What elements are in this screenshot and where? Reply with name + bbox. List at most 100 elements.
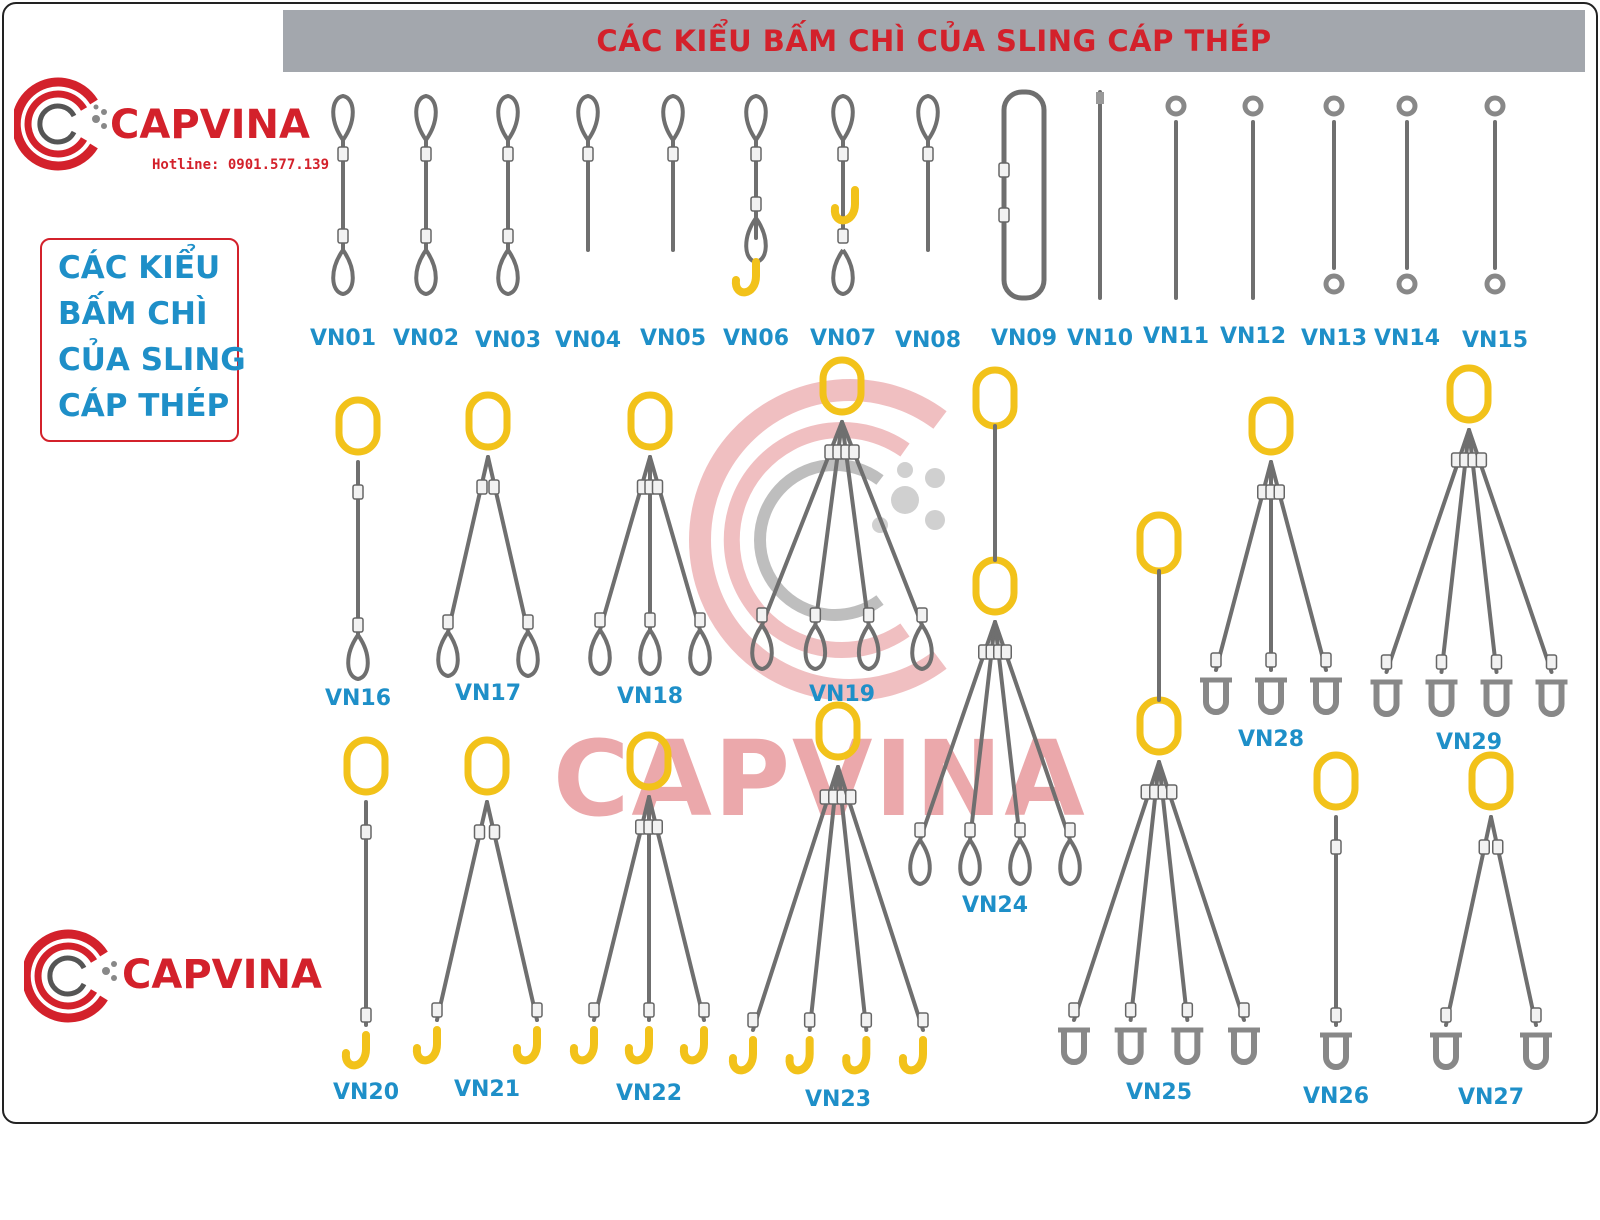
hook — [842, 1036, 871, 1075]
ferrule — [1330, 839, 1342, 855]
thimble-eye — [803, 623, 828, 672]
ferrule — [651, 819, 663, 835]
ferrule — [747, 1012, 759, 1028]
label-vn07: VN07 — [809, 326, 877, 351]
ferrule — [1545, 654, 1558, 670]
thimble-eye — [414, 93, 438, 142]
capvina-logo-icon — [14, 77, 107, 171]
thimble-eye — [744, 93, 768, 142]
thimble-eye — [496, 248, 520, 297]
ferrule — [917, 1012, 929, 1028]
cable — [1128, 760, 1161, 1022]
ferrule — [1166, 784, 1178, 800]
label-vn12: VN12 — [1219, 324, 1287, 349]
ferrule — [837, 228, 849, 244]
label-vn18: VN18 — [616, 684, 684, 709]
ferrule — [643, 1002, 655, 1018]
capvina-logo-bottom-icon — [24, 929, 117, 1023]
thimble-eye — [331, 93, 355, 142]
ferrule — [667, 146, 679, 162]
label-vn03: VN03 — [474, 328, 542, 353]
side-title-line-3: CỦA SLING — [58, 342, 246, 378]
thimble-eye — [436, 630, 460, 679]
label-vn29: VN29 — [1435, 730, 1503, 755]
cable — [807, 765, 840, 1032]
ferrule — [1440, 1007, 1452, 1023]
cable — [1467, 428, 1554, 674]
ferrule — [1475, 452, 1488, 468]
shackle — [1117, 1030, 1144, 1065]
label-vn11: VN11 — [1142, 324, 1210, 349]
ferrule — [476, 479, 488, 495]
ferrule — [442, 614, 454, 630]
ferrule — [809, 607, 822, 623]
ferrule — [694, 612, 706, 628]
master-link — [1446, 364, 1492, 424]
label-vn04: VN04 — [554, 328, 622, 353]
master-link — [815, 701, 861, 761]
label-vn27: VN27 — [1457, 1085, 1525, 1110]
label-vn23: VN23 — [804, 1087, 872, 1112]
ferrule — [352, 617, 364, 633]
ferrule — [594, 612, 606, 628]
hook — [412, 1026, 441, 1065]
ferrule — [1490, 654, 1503, 670]
thimble-eye — [1008, 838, 1032, 887]
ferrule — [488, 479, 500, 495]
ferrule — [1380, 654, 1393, 670]
ferrule — [964, 822, 976, 838]
master-link — [343, 736, 389, 796]
hook — [731, 258, 760, 297]
cable — [836, 765, 925, 1032]
ferrule — [998, 162, 1010, 178]
brand-name-bottom: CAPVINA — [122, 952, 322, 998]
ferrule — [750, 146, 762, 162]
thimble-eye — [958, 838, 982, 887]
ferrule — [337, 146, 349, 162]
thimble-eye — [831, 248, 855, 297]
master-link — [1248, 396, 1294, 456]
ferrule — [582, 146, 594, 162]
thimble-eye — [414, 248, 438, 297]
master-link — [972, 556, 1018, 616]
thimble-eye — [516, 630, 540, 679]
master-link — [627, 391, 673, 451]
shackle — [1373, 682, 1400, 717]
label-vn22: VN22 — [615, 1081, 683, 1106]
master-link — [464, 736, 510, 796]
shackle — [1061, 1030, 1087, 1065]
hook — [728, 1036, 757, 1075]
fitting — [1165, 95, 1187, 117]
ferrule — [473, 824, 486, 840]
ferrule — [1181, 1002, 1194, 1018]
ferrule — [420, 228, 432, 244]
page-title: CÁC KIỂU BẤM CHÌ CỦA SLING CÁP THÉP — [596, 24, 1272, 58]
cable — [1157, 760, 1246, 1022]
ferrule — [1238, 1002, 1250, 1018]
side-title-line-1: CÁC KIỂU — [58, 250, 221, 286]
ferrule — [1273, 484, 1285, 500]
brand-name-top: CAPVINA — [110, 102, 310, 148]
side-title-box — [40, 238, 239, 442]
shackle — [1428, 682, 1455, 717]
ferrule — [922, 146, 934, 162]
shackle — [1313, 680, 1339, 715]
thimble-eye — [638, 628, 662, 677]
ferrule — [1064, 822, 1076, 838]
hook — [898, 1036, 927, 1075]
master-link — [465, 391, 511, 451]
label-vn26: VN26 — [1302, 1084, 1370, 1109]
thimble-eye — [346, 633, 370, 682]
shackle — [1538, 682, 1565, 717]
shackle — [1323, 1035, 1349, 1070]
label-vn14: VN14 — [1373, 326, 1441, 351]
cable — [1467, 428, 1499, 674]
ferrule — [644, 612, 656, 628]
hook — [785, 1036, 814, 1075]
label-vn24: VN24 — [961, 893, 1029, 918]
shackle — [1483, 682, 1510, 717]
thimble-eye — [576, 93, 600, 142]
label-vn17: VN17 — [454, 681, 522, 706]
shackle — [1433, 1035, 1459, 1070]
